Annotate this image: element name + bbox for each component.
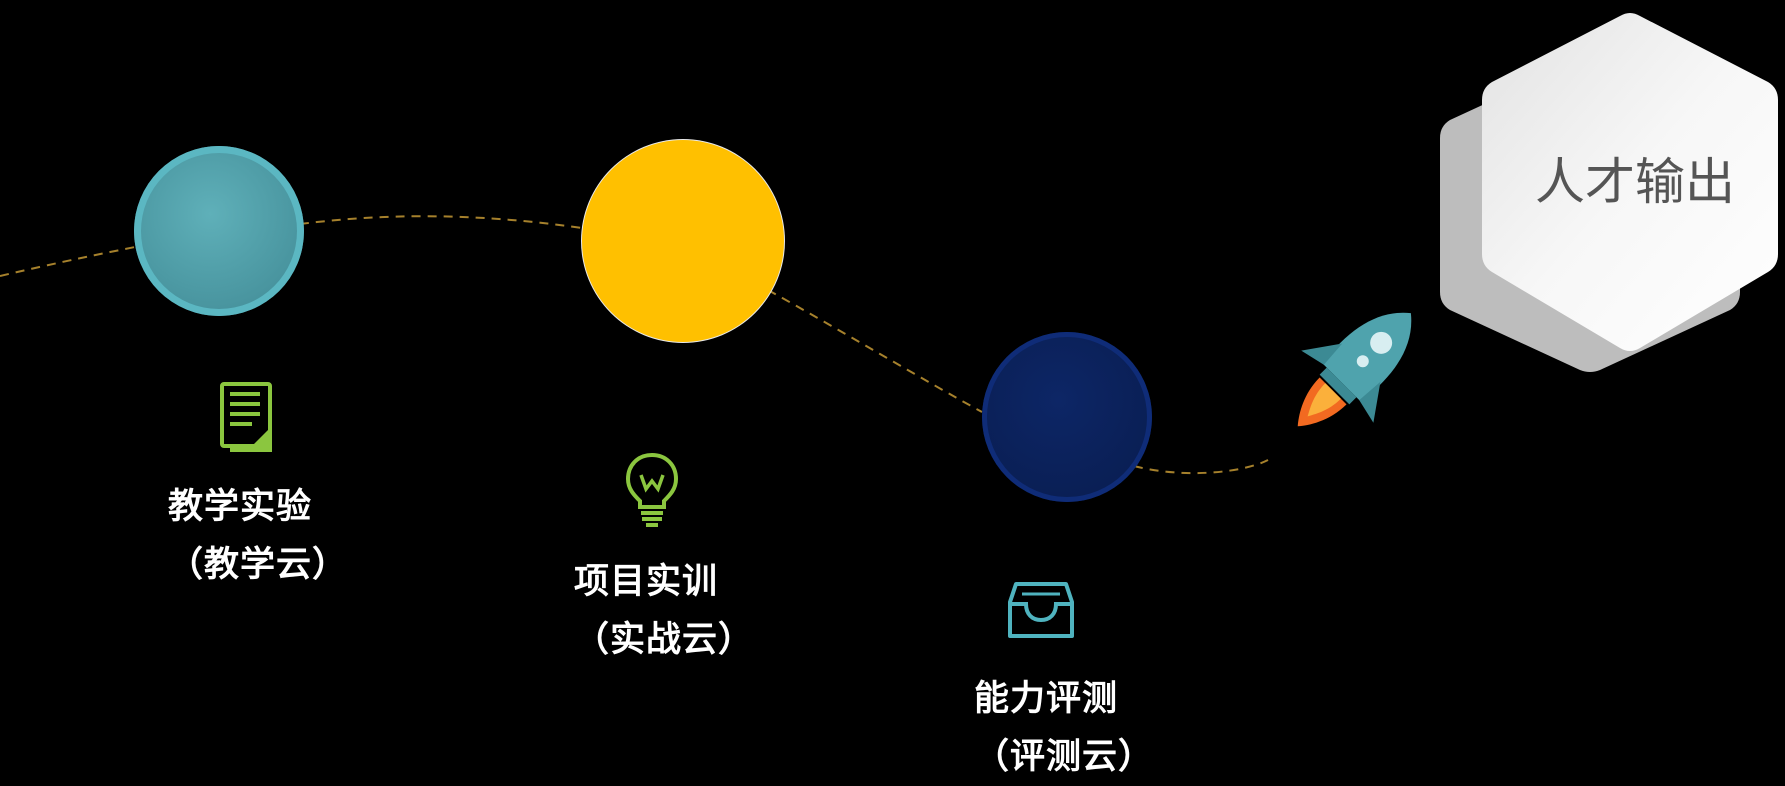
document-icon (220, 382, 272, 452)
stage-3-label: 能力评测 （评测云） (974, 670, 1154, 786)
stage-2-subtitle: （实战云） (574, 620, 755, 660)
stage-3-title: 能力评测 (974, 679, 1119, 719)
stage-1-subtitle: （教学云） (168, 545, 349, 585)
stage-1-label: 教学实验 （教学云） (168, 478, 348, 594)
inbox-tray-icon (1008, 582, 1074, 638)
destination-label: 人才输出 (1535, 153, 1735, 211)
stage-2-circle (582, 140, 784, 342)
stage-1-circle (134, 146, 304, 316)
stage-3-circle (982, 332, 1152, 502)
stage-1-title: 教学实验 (168, 487, 313, 527)
stage-2-title: 项目实训 (574, 562, 719, 602)
stage-3-subtitle: （评测云） (974, 737, 1155, 777)
stage-2-label: 项目实训 （实战云） (574, 553, 754, 669)
rocket-icon (1297, 312, 1412, 427)
lightbulb-icon (625, 452, 679, 527)
destination-hexagon (1440, 13, 1778, 372)
